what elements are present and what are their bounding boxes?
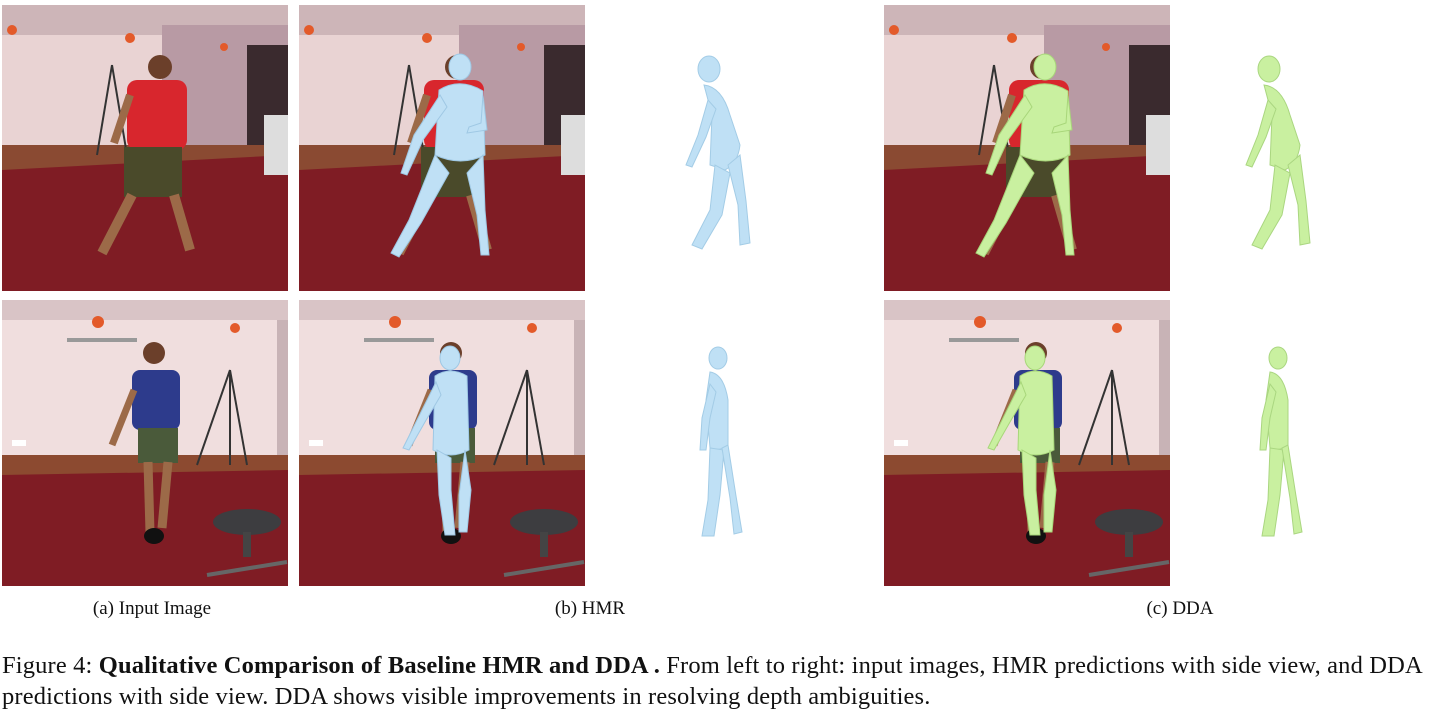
dda-side-view-2 [1150, 300, 1436, 586]
subcaption-input-image: (a) Input Image [92, 598, 212, 619]
input-image-1 [2, 5, 288, 291]
subcaption-hmr: (b) HMR [554, 598, 626, 619]
subcaption-dda: (c) DDA [1146, 598, 1214, 619]
hmr-side-view-1 [590, 5, 876, 291]
input-image-2 [2, 300, 288, 586]
dda-overlay-1 [884, 5, 1170, 291]
dda-side-view-1 [1150, 5, 1436, 291]
figure-caption-body: From left to right: input images, HMR pr… [2, 652, 1422, 710]
hmr-side-view-2 [590, 300, 876, 586]
figure-caption: Figure 4: Qualitative Comparison of Base… [2, 650, 1434, 712]
figure-title: Qualitative Comparison of Baseline HMR a… [98, 652, 660, 679]
hmr-overlay-2 [299, 300, 585, 586]
hmr-overlay-1 [299, 5, 585, 291]
dda-overlay-2 [884, 300, 1170, 586]
figure-label: Figure 4: [2, 652, 93, 679]
